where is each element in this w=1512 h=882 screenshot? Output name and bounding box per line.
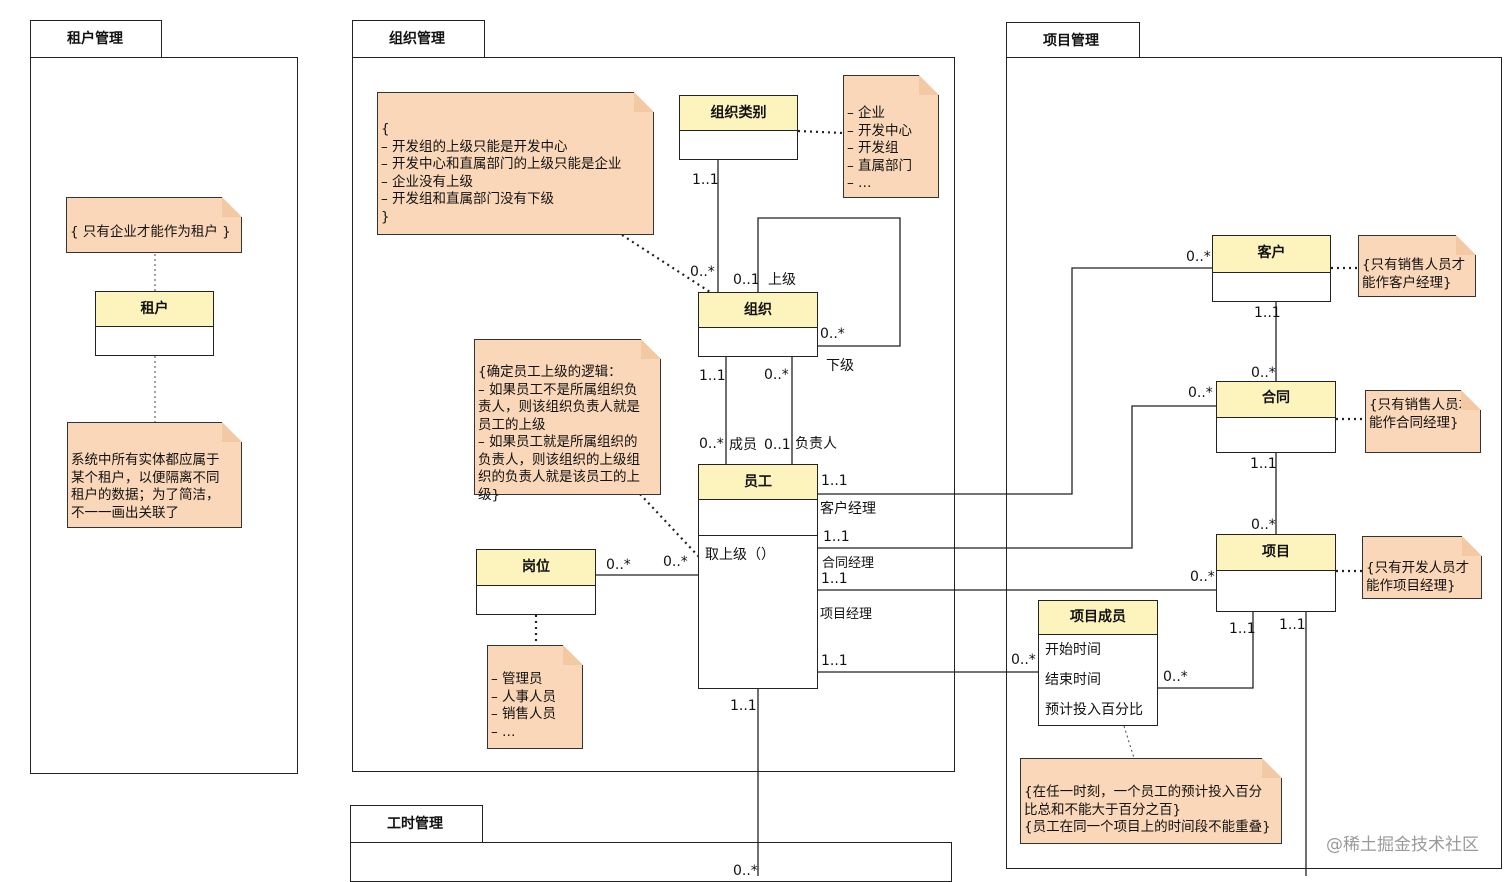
package-tab-worktime: 工时管理 [350, 805, 483, 842]
note-positions: – 管理员 – 人事人员 – 销售人员 – … [487, 645, 583, 749]
label-sup-role: 上级 [768, 272, 796, 288]
note-member-rule: {在任一时刻，一个员工的预计投入百分 比总和不能大于百分之百} {员工在同一个项… [1020, 758, 1282, 844]
package-tenant [30, 57, 298, 774]
package-worktime [350, 842, 952, 882]
class-tenant[interactable]: 租户 [95, 291, 214, 356]
label-proj-member-1: 1..1 [1229, 621, 1256, 637]
label-proj-right: 1..1 [1279, 617, 1306, 633]
class-org-title: 组织 [699, 293, 817, 328]
label-org-emp-1: 1..1 [699, 368, 726, 384]
label-proj-mgr-role: 项目经理 [820, 607, 873, 622]
class-org-category-title: 组织类别 [680, 96, 797, 131]
dots-category-note [797, 129, 844, 135]
label-contract-mgr-role: 合同经理 [822, 556, 875, 571]
label-sup-mult: 0..1 [733, 272, 760, 288]
label-proj-member-2: 0..* [1163, 669, 1188, 685]
label-cust-mgr-mult: 1..1 [821, 473, 848, 489]
label-contract-proj-2: 0..* [1251, 517, 1276, 533]
label-org-emp-2: 0..* [764, 367, 789, 383]
class-position-title: 岗位 [477, 550, 595, 586]
attr-allocation: 预计投入百分比 [1045, 702, 1143, 718]
label-cust-contract-1: 1..1 [1254, 305, 1281, 321]
label-emp-member-1: 1..1 [821, 653, 848, 669]
class-project-member-title: 项目成员 [1039, 601, 1157, 635]
label-member-role: 成员 [729, 437, 757, 453]
label-emp-member-2: 0..* [1011, 652, 1036, 668]
class-employee-title: 员工 [699, 465, 817, 500]
label-cust-contract-2: 0..* [1251, 365, 1276, 381]
note-project-rule: {只有开发人员才 能作项目经理} [1362, 536, 1482, 599]
package-tab-org: 组织管理 [352, 20, 485, 57]
watermark: @稀土掘金技术社区 [1326, 835, 1479, 855]
note-contract-rule: {只有销售人员才 能作合同经理} [1365, 390, 1481, 453]
class-project[interactable]: 项目 [1216, 534, 1336, 612]
label-sub-mult: 0..* [820, 326, 845, 342]
note-tenant-rule: { 只有企业才能作为租户 } [66, 197, 242, 253]
label-proj-mgr-mult: 1..1 [821, 571, 848, 587]
class-position[interactable]: 岗位 [476, 549, 596, 615]
class-project-member[interactable]: 项目成员 开始时间 结束时间 预计投入百分比 [1038, 600, 1158, 726]
class-contract[interactable]: 合同 [1216, 381, 1336, 453]
note-tenant-desc: 系统中所有实体都应属于 某个租户，以便隔离不同 租户的数据；为了简洁， 不一一画… [67, 422, 242, 528]
assoc-customer-manager [818, 267, 1212, 495]
class-employee-attrs [699, 500, 817, 536]
label-cat-org-1: 1..1 [692, 172, 719, 188]
label-cust-mgr-role: 客户经理 [820, 501, 876, 517]
note-org-rules: { – 开发组的上级只能是开发中心 – 开发中心和直属部门的上级只能是企业 – … [377, 92, 654, 235]
label-proj-mult: 0..* [1190, 569, 1215, 585]
class-tenant-title: 租户 [96, 292, 213, 327]
class-employee[interactable]: 员工 取上级（） [698, 464, 818, 689]
assoc-org-self [757, 217, 901, 347]
label-contract-mult: 0..* [1188, 385, 1213, 401]
label-pos-emp-mult: 0..* [663, 554, 688, 570]
label-head-role: 负责人 [795, 436, 837, 452]
class-customer-title: 客户 [1213, 236, 1330, 273]
assoc-project-member [1158, 612, 1254, 689]
package-org [352, 57, 955, 772]
attr-end-time: 结束时间 [1045, 672, 1101, 688]
package-tab-project: 项目管理 [1006, 22, 1140, 58]
class-customer[interactable]: 客户 [1212, 235, 1331, 302]
label-pos-mult: 0..* [606, 557, 631, 573]
label-worktime-mult: 0..* [733, 863, 758, 879]
label-cust-mult: 0..* [1186, 249, 1211, 265]
attr-start-time: 开始时间 [1045, 642, 1101, 658]
label-sub-role: 下级 [826, 358, 854, 374]
label-emp-worktime: 1..1 [730, 698, 757, 714]
class-org-category[interactable]: 组织类别 [679, 95, 798, 160]
label-head-mult: 0..1 [764, 437, 791, 453]
class-contract-title: 合同 [1217, 382, 1335, 418]
package-tab-tenant: 租户管理 [30, 20, 162, 57]
note-customer-rule: {只有销售人员才 能作客户经理} [1358, 235, 1476, 297]
class-project-title: 项目 [1217, 535, 1335, 571]
method-get-superior: 取上级（） [705, 547, 775, 563]
dots-superior-logic [639, 493, 701, 559]
assoc-contract-manager [818, 405, 1216, 549]
label-contract-proj-1: 1..1 [1250, 456, 1277, 472]
note-superior-logic: {确定员工上级的逻辑： – 如果员工不是所属组织负 责人，则该组织负责人就是 员… [474, 339, 661, 503]
dots-member-rule [1123, 725, 1135, 759]
label-contract-mgr-mult: 1..1 [823, 529, 850, 545]
label-cat-org-2: 0..* [690, 264, 715, 280]
note-org-categories: – 企业 – 开发中心 – 开发组 – 直属部门 – … [843, 75, 939, 198]
label-member-mult: 0..* [699, 436, 724, 452]
package-project [1006, 57, 1502, 869]
class-org[interactable]: 组织 [698, 292, 818, 357]
